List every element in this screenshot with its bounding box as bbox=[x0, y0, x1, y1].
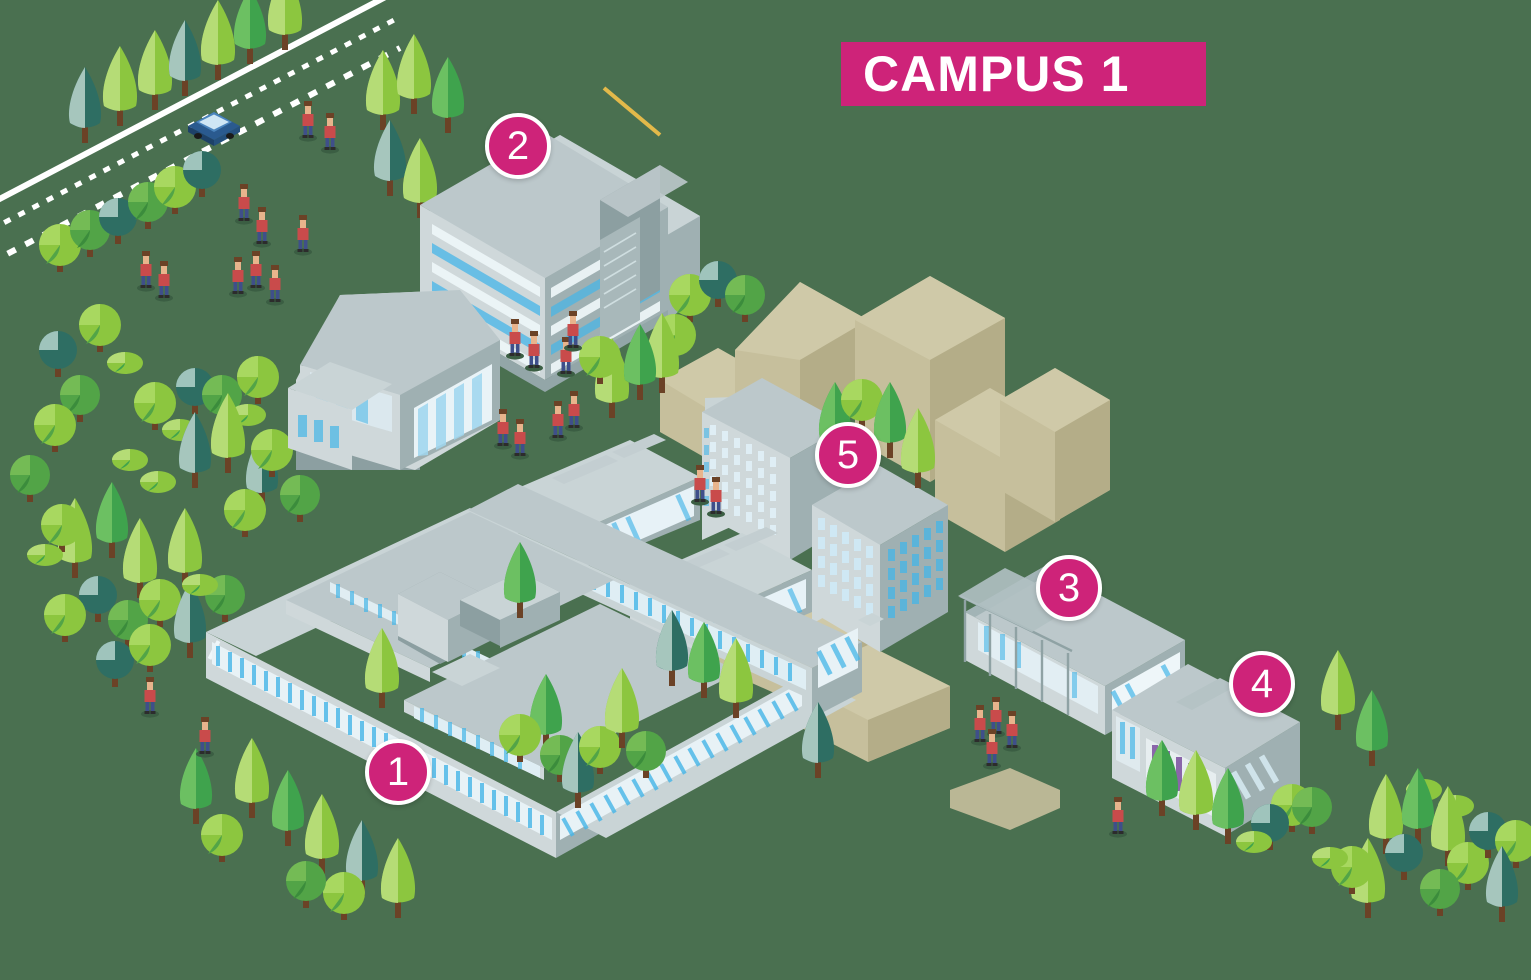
building-4[interactable] bbox=[1110, 662, 1300, 844]
page-title-text: CAMPUS 1 bbox=[863, 46, 1130, 102]
west-lecture-hall[interactable] bbox=[288, 290, 500, 470]
road-centre-dashes bbox=[0, 45, 402, 262]
map-marker-1[interactable]: 1 bbox=[365, 739, 431, 805]
map-marker-4[interactable]: 4 bbox=[1229, 651, 1295, 717]
map-marker-label: 1 bbox=[386, 750, 410, 794]
page-title: CAMPUS 1 bbox=[841, 42, 1206, 106]
map-marker-2[interactable]: 2 bbox=[485, 113, 551, 179]
map-marker-label: 5 bbox=[836, 433, 860, 477]
antenna-icon bbox=[602, 86, 662, 137]
building-2[interactable] bbox=[420, 86, 700, 392]
building-1[interactable] bbox=[205, 484, 884, 860]
map-marker-label: 4 bbox=[1250, 662, 1274, 706]
building-1-core bbox=[398, 572, 560, 664]
map-marker-label: 3 bbox=[1057, 566, 1081, 610]
map-marker-3[interactable]: 3 bbox=[1036, 555, 1102, 621]
map-marker-5[interactable]: 5 bbox=[815, 422, 881, 488]
building-5-tower-windows bbox=[818, 518, 943, 618]
map-marker-label: 2 bbox=[506, 124, 530, 168]
